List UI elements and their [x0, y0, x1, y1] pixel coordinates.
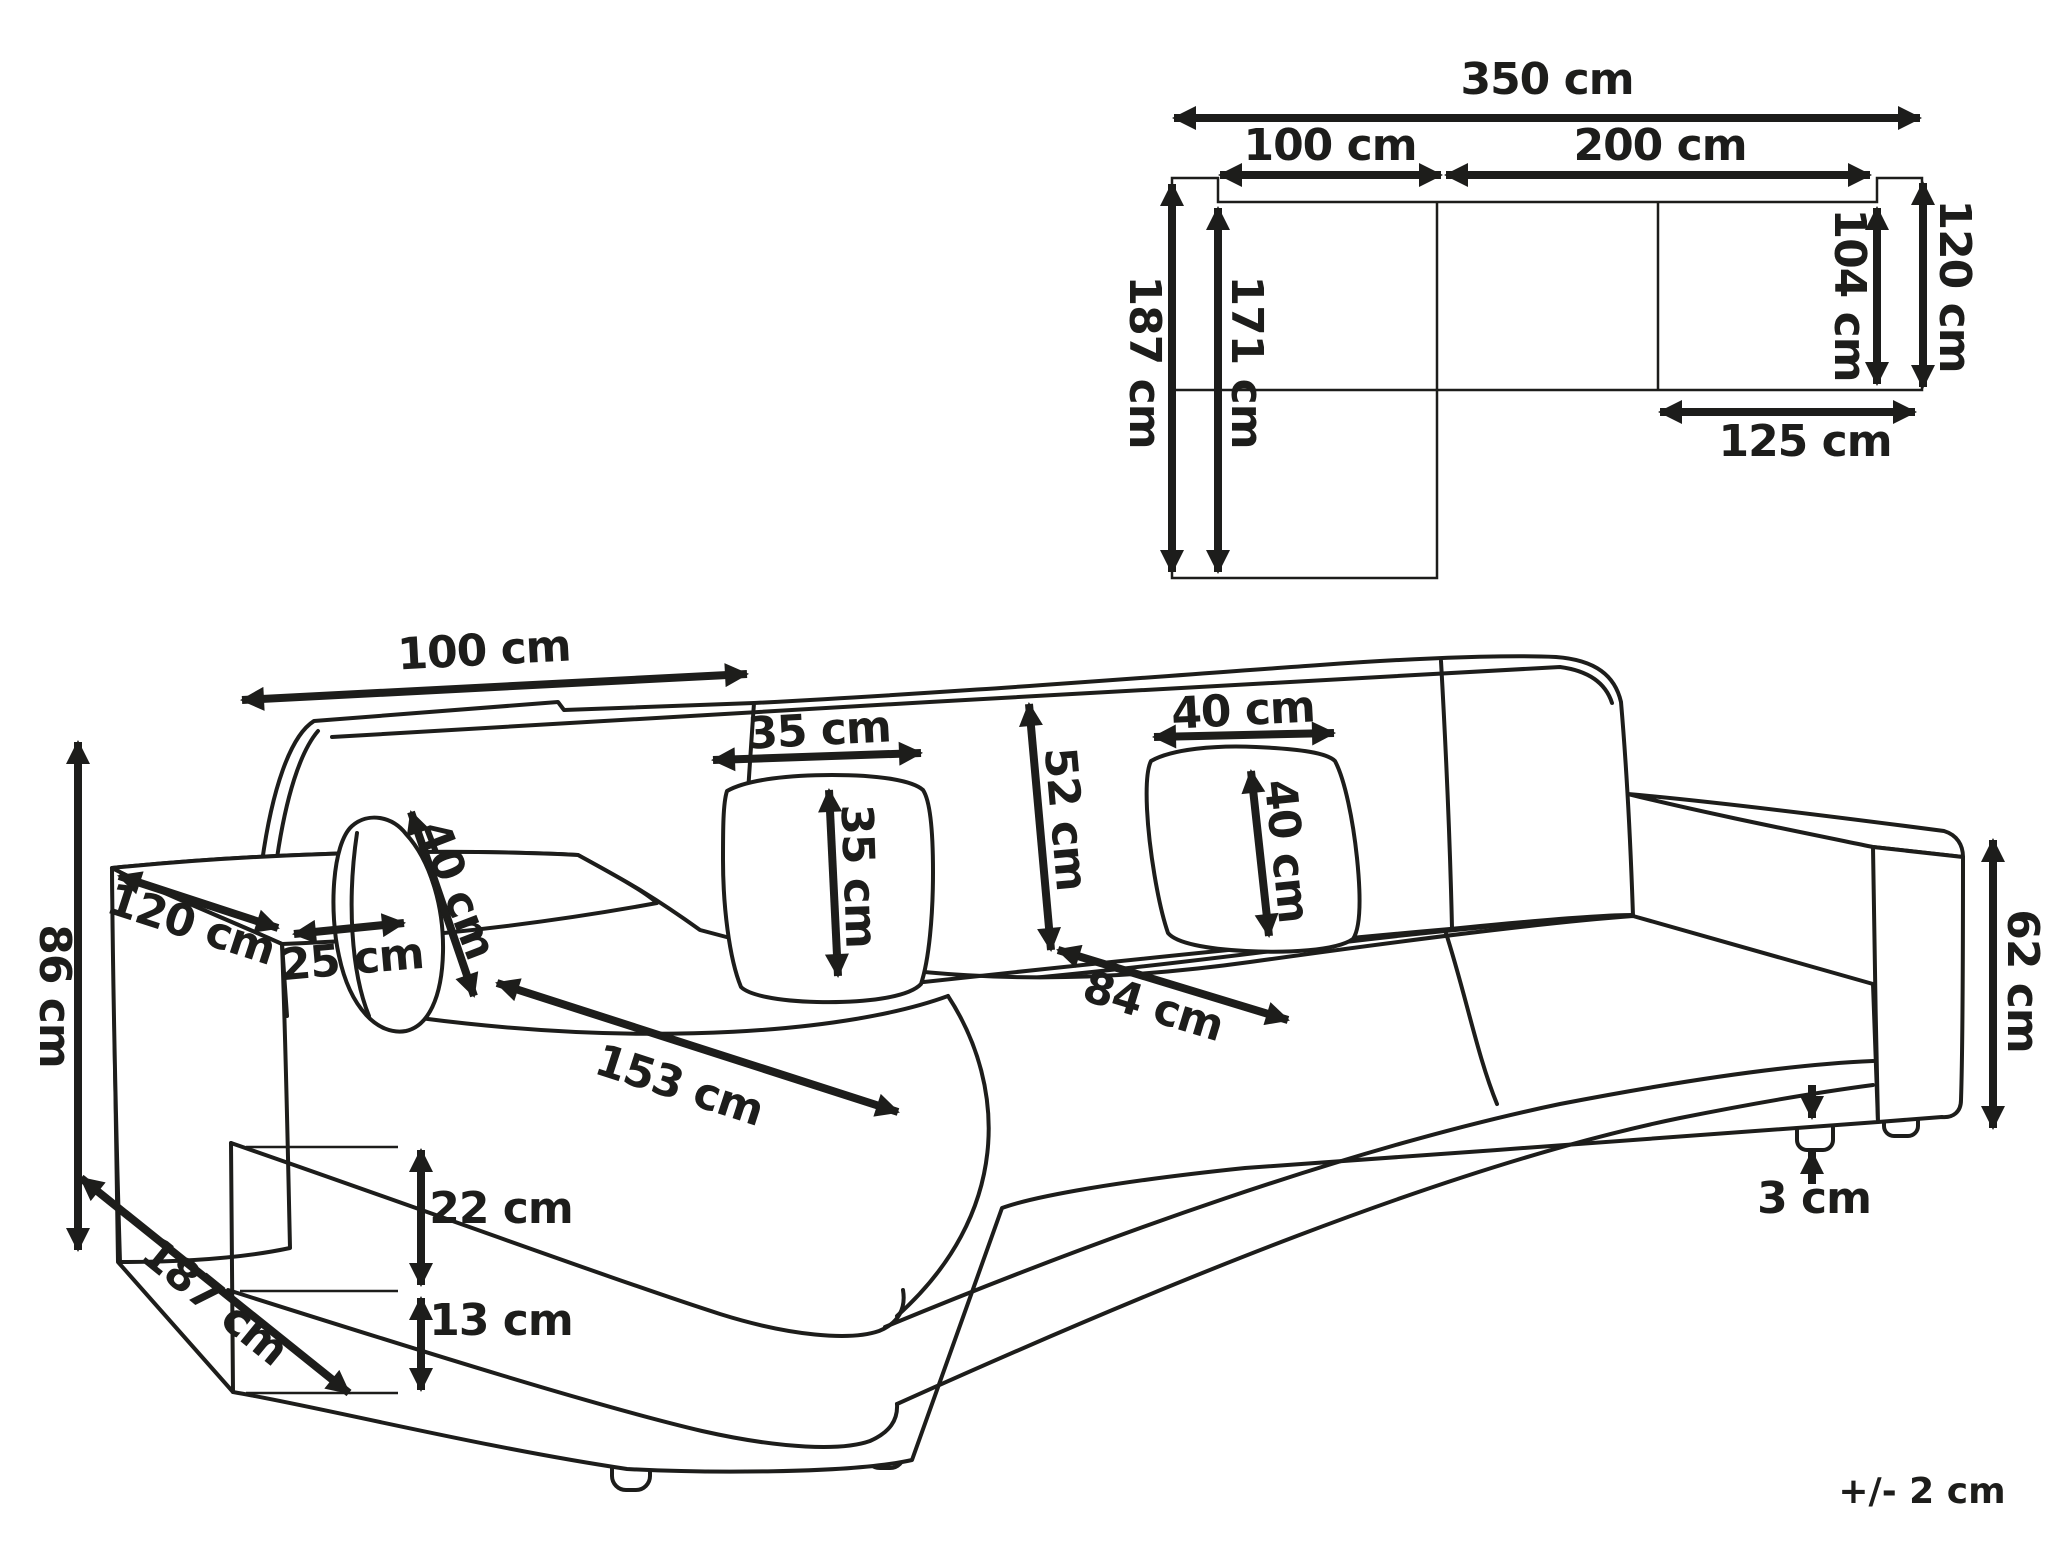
dim-label-plan-bottom-width: 125 cm — [1718, 416, 1892, 467]
dim-label-plan-total-width: 350 cm — [1460, 54, 1634, 105]
right-armrest-top — [1626, 792, 1965, 859]
arrow-small-pillow-height — [818, 788, 849, 978]
plan-view — [1160, 106, 1935, 580]
dim-label-small-pillow-w: 35 cm — [745, 701, 892, 760]
back-seat-junction — [903, 913, 1635, 986]
plan-outline — [1170, 176, 1924, 580]
backrest-inner-edge — [330, 665, 1614, 739]
dim-label-small-pillow-h: 35 cm — [830, 803, 887, 949]
backrest-left-edge — [275, 729, 320, 860]
dim-label-large-pillow-h: 40 cm — [1253, 776, 1320, 925]
armrest-inner-edge — [280, 942, 289, 1018]
dim-label-plan-right-inner: 104 cm — [1824, 208, 1875, 382]
dim-label-side-height: 62 cm — [1997, 909, 2048, 1053]
tolerance-note: +/- 2 cm — [1838, 1471, 2006, 1512]
backrest-seam-2 — [1439, 659, 1454, 930]
arrow-depth-187 — [78, 1174, 352, 1397]
arrow-small-pillow-width — [711, 741, 923, 772]
right-base-seam — [895, 1083, 1875, 1406]
dim-label-leg-height: 3 cm — [1757, 1173, 1872, 1224]
arrow-backrest-height-52 — [1019, 702, 1061, 952]
dim-label-overall-height: 86 cm — [29, 924, 80, 1068]
arrow-large-pillow-width — [1152, 721, 1336, 749]
dim-label-cushion-height: 22 cm — [429, 1183, 573, 1234]
arrow-bolster-40 — [406, 810, 479, 998]
arrow-large-pillow-height — [1241, 769, 1279, 938]
dim-label-backrest-h: 52 cm — [1033, 745, 1098, 893]
right-armrest-front — [1871, 845, 1965, 1124]
chaise-seat-right-edge — [895, 994, 991, 1318]
dim-label-plan-right-outer: 120 cm — [1929, 199, 1980, 373]
chaise-left-edge — [229, 1141, 235, 1394]
dim-label-armrest-width: 25 cm — [278, 927, 426, 992]
dim-label-plan-left-width: 100 cm — [1243, 120, 1417, 171]
arrow-seat-84 — [1056, 944, 1290, 1026]
arrow-armrest-25 — [292, 913, 406, 944]
dim-label-base-height: 13 cm — [429, 1295, 573, 1346]
dim-label-plan-right-width: 200 cm — [1573, 120, 1747, 171]
dim-label-plan-depth-outer: 187 cm — [1119, 275, 1170, 449]
sofa-dimension-arrows — [66, 663, 2005, 1397]
dim-label-back-section: 100 cm — [396, 620, 572, 681]
dim-label-large-pillow-w: 40 cm — [1169, 681, 1316, 740]
arrow-armrest-120 — [117, 871, 280, 933]
seat-seam-right — [1443, 928, 1499, 1106]
arrow-back-section-100 — [240, 663, 749, 711]
dim-label-plan-depth-inner: 171 cm — [1221, 275, 1272, 449]
arrow-chaise-153 — [495, 978, 900, 1117]
right-cushion-rim — [883, 1059, 1875, 1329]
